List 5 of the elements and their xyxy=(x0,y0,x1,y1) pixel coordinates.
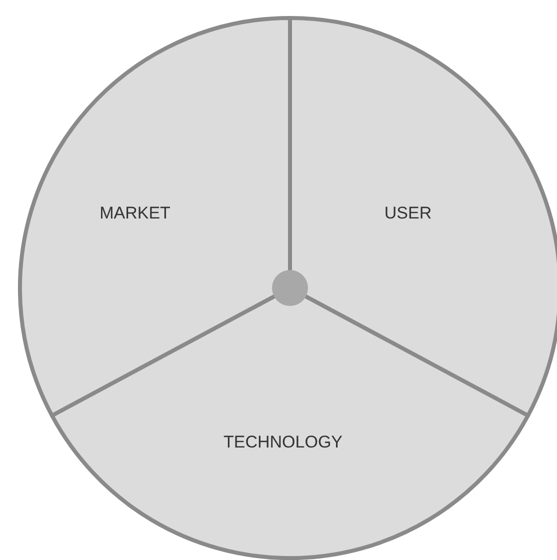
sector-label: USER xyxy=(384,202,432,224)
sector-label: MARKET xyxy=(100,202,170,224)
pie-sector xyxy=(18,16,292,418)
pie-sector xyxy=(288,16,557,418)
sector-label: TECHNOLOGY xyxy=(223,431,343,454)
